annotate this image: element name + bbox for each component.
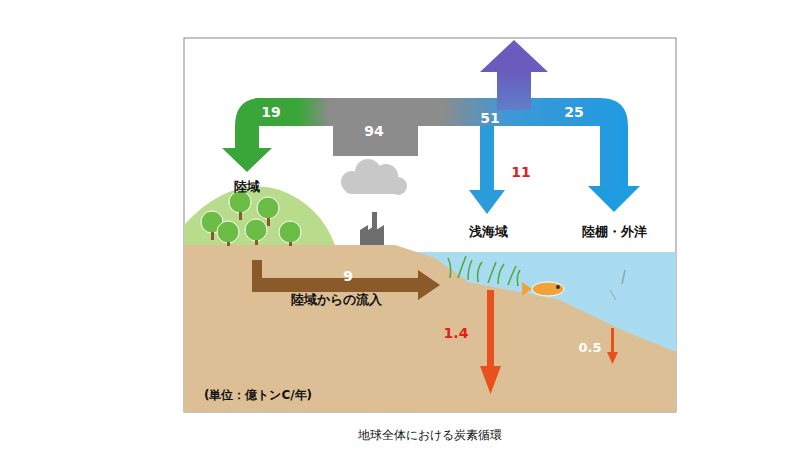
flow-label: 陸域からの流入 [291, 292, 382, 308]
flow-value: 11 [511, 164, 530, 181]
region-label: 陸域 [234, 179, 260, 195]
region-label: 浅海域 [469, 224, 508, 240]
figure-caption: 地球全体における炭素循環 [358, 428, 502, 442]
region-label: 陸棚・外洋 [582, 224, 647, 240]
flow-value: 1.4 [444, 325, 469, 342]
flow-value: 19 [261, 104, 280, 121]
flow-value: 25 [564, 104, 583, 121]
flow-value: 51 [480, 110, 499, 127]
unit-note: (単位：億トンC/年) [204, 388, 312, 402]
flow-value: 9 [343, 268, 353, 285]
flow-value: 94 [364, 123, 383, 140]
flow-value: 0.5 [578, 340, 601, 356]
